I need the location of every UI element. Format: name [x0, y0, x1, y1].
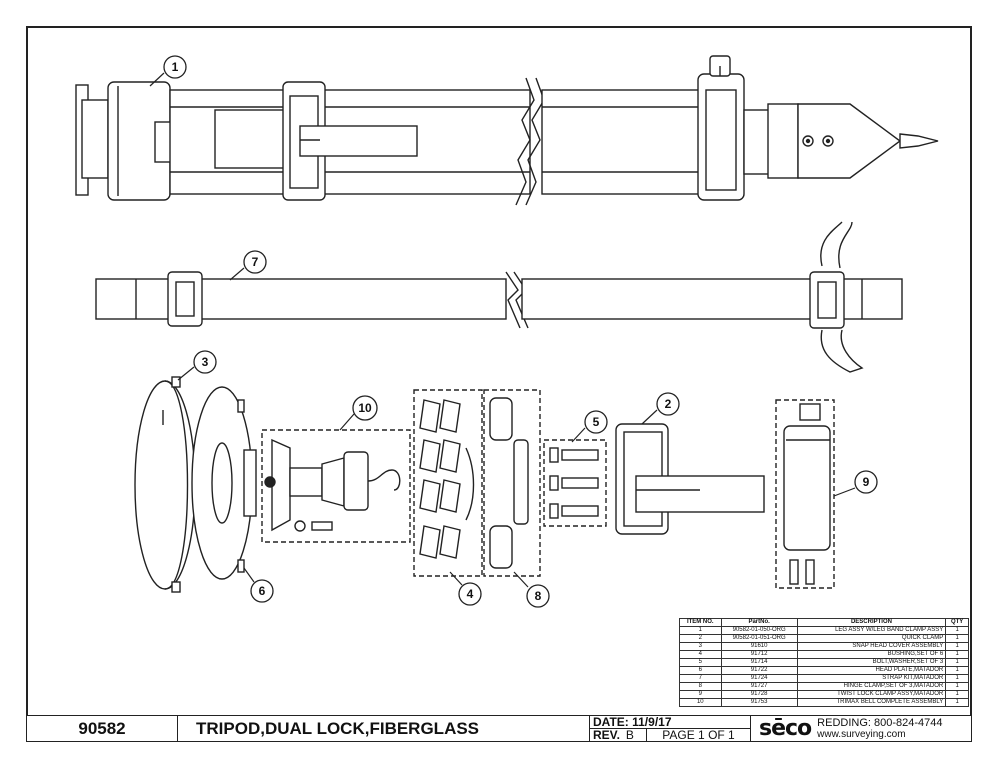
item-no-cell: 3 — [679, 642, 722, 651]
qty-cell: 1 — [945, 642, 969, 651]
qty-cell: 1 — [945, 658, 969, 667]
callout-6: 6 — [259, 584, 266, 598]
description-cell: QUICK CLAMP — [796, 634, 947, 643]
drawing-number: 90582 — [26, 715, 178, 742]
part-no-cell: 91610 — [720, 642, 798, 651]
part-no-cell: 90582-01-050-ORG — [720, 626, 798, 635]
description-cell: HEAD PLATE,MATADOR — [796, 666, 947, 675]
callout-7: 7 — [252, 255, 259, 269]
header-qty: QTY — [945, 618, 969, 627]
part-no-cell: 91714 — [720, 658, 798, 667]
description-cell: TWIST LOCK CLAMP ASSY,MATADOR — [796, 690, 947, 699]
description-cell: LEG ASSY W/LEG BAND CLAMP ASSY — [796, 626, 947, 635]
callout-10: 10 — [358, 401, 372, 415]
part-no-cell: 91753 — [720, 698, 798, 707]
qty-cell: 1 — [945, 666, 969, 675]
callout-1: 1 — [172, 60, 179, 74]
bolt-washer-set — [543, 439, 607, 527]
head-plate — [191, 386, 257, 580]
rev-value: B — [625, 728, 634, 742]
part-no-cell: 91722 — [720, 666, 798, 675]
qty-cell: 1 — [945, 626, 969, 635]
header-part-no: PartNo. — [720, 618, 798, 627]
item-no-cell: 1 — [679, 626, 722, 635]
leg-assembly — [75, 55, 939, 206]
company-website: www.surveying.com — [817, 728, 906, 740]
qty-cell: 1 — [945, 634, 969, 643]
item-no-cell: 4 — [679, 650, 722, 659]
qty-cell: 1 — [945, 690, 969, 699]
callout-balloons — [163, 55, 878, 608]
part-no-cell: 91712 — [720, 650, 798, 659]
revision-cell: REV. B — [589, 728, 647, 742]
header-description: DESCRIPTION — [796, 618, 947, 627]
description-cell: BUSHING,SET OF 6 — [796, 650, 947, 659]
date-value: 11/9/17 — [632, 715, 672, 729]
bushing-set — [413, 389, 483, 577]
item-no-cell: 6 — [679, 666, 722, 675]
company-block: sēco REDDING: 800-824-4744 www.surveying… — [750, 715, 972, 742]
item-no-cell: 2 — [679, 634, 722, 643]
part-no-cell: 90582-01-051-ORG — [720, 634, 798, 643]
description-cell: BOLT,WASHER,SET OF 3 — [796, 658, 947, 667]
hinge-clamp-set — [483, 389, 541, 577]
page-number: PAGE 1 OF 1 — [646, 728, 751, 742]
snap-head-cover — [134, 376, 196, 593]
drawing-title: TRIPOD,DUAL LOCK,FIBERGLASS — [177, 715, 590, 742]
part-no-cell: 91724 — [720, 674, 798, 683]
item-no-cell: 5 — [679, 658, 722, 667]
callout-8: 8 — [535, 589, 542, 603]
qty-cell: 1 — [945, 698, 969, 707]
item-no-cell: 10 — [679, 698, 722, 707]
callout-9: 9 — [863, 475, 870, 489]
rev-label: REV. — [593, 728, 620, 742]
item-no-cell: 8 — [679, 682, 722, 691]
part-no-cell: 91727 — [720, 682, 798, 691]
item-no-cell: 9 — [679, 690, 722, 699]
qty-cell: 1 — [945, 682, 969, 691]
parts-table-header: ITEM NO. PartNo. DESCRIPTION QTY — [679, 618, 969, 627]
seco-logo: sēco — [759, 716, 812, 741]
description-cell: STRAP KIT,MATADOR — [796, 674, 947, 683]
callout-4: 4 — [467, 587, 474, 601]
qty-cell: 1 — [945, 674, 969, 683]
callout-3: 3 — [202, 355, 209, 369]
quick-clamp — [615, 423, 765, 535]
strap-kit — [95, 221, 903, 373]
leader-lines — [149, 72, 856, 588]
company-phone: REDDING: 800-824-4744 — [817, 716, 943, 729]
callout-5: 5 — [593, 415, 600, 429]
qty-cell: 1 — [945, 650, 969, 659]
callout-2: 2 — [665, 397, 672, 411]
date-cell: DATE: 11/9/17 — [589, 715, 751, 729]
item-no-cell: 7 — [679, 674, 722, 683]
trimax-bell-assembly — [261, 429, 411, 543]
part-no-cell: 91728 — [720, 690, 798, 699]
twist-lock-clamp — [775, 399, 835, 589]
header-item-no: ITEM NO. — [679, 618, 722, 627]
description-cell: HINGE CLAMP,SET OF 3,MATADOR — [796, 682, 947, 691]
description-cell: SNAP HEAD COVER ASSEMBLY — [796, 642, 947, 651]
description-cell: TRIMAX BELL COMPLETE ASSEMBLY — [796, 698, 947, 707]
date-label: DATE: — [593, 715, 629, 729]
